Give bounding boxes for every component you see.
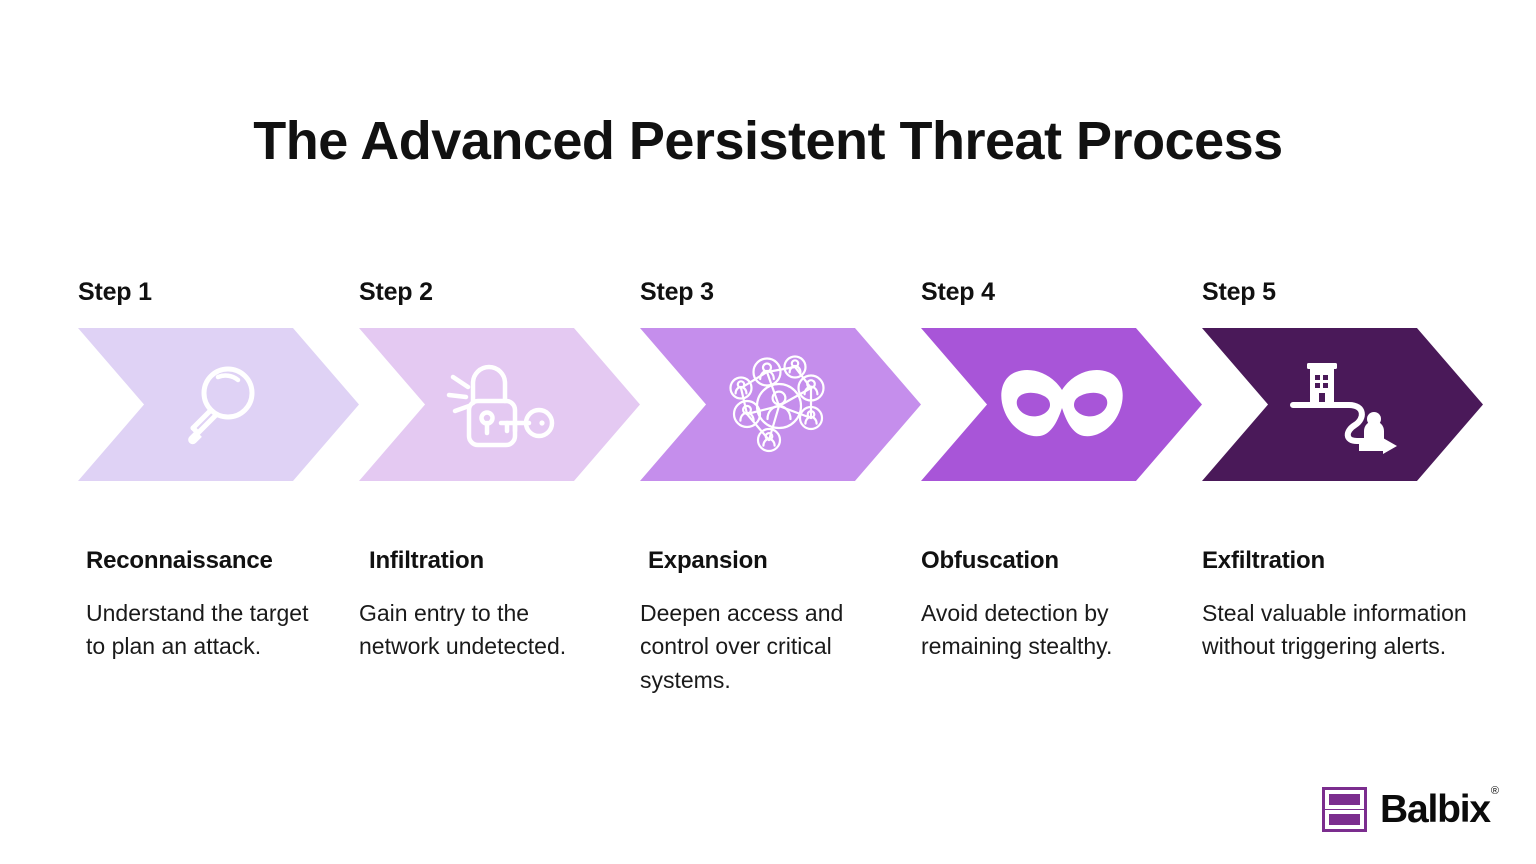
step-number-label-5: Step 5	[1202, 278, 1276, 306]
step-description-4: Avoid detection by remaining stealthy.	[921, 600, 1113, 660]
chevron-banner-1	[78, 328, 359, 481]
step-title-1: Reconnaissance	[86, 547, 273, 574]
step-description-5: Steal valuable information without trigg…	[1202, 600, 1467, 660]
page-title: The Advanced Persistent Threat Process	[253, 111, 1283, 171]
chevron-wrap-3	[640, 328, 921, 481]
step-card-5: Step 5	[1202, 278, 1483, 664]
chevron-wrap-2	[359, 328, 640, 481]
chevron-wrap-1	[78, 328, 359, 481]
step-description-3: Deepen access and control over critical …	[640, 600, 844, 693]
step-card-3: Step 3	[640, 278, 921, 697]
magnifying-glass-icon	[171, 357, 267, 453]
chevron-banner-2	[359, 328, 640, 481]
user-network-icon	[725, 350, 837, 460]
step-number-label-2: Step 2	[359, 278, 433, 306]
balbix-logo-text: Balbix®	[1380, 786, 1499, 831]
chevron-banner-5	[1202, 328, 1483, 481]
chevron-wrap-4	[921, 328, 1202, 481]
step-number-label-3: Step 3	[640, 278, 714, 306]
step-title-5: Exfiltration	[1202, 547, 1325, 574]
steps-row: Step 1 Reconnaissance	[78, 278, 1483, 697]
balbix-wordmark: Balbix	[1380, 788, 1491, 831]
bandit-mask-icon	[998, 368, 1126, 442]
step-card-4: Step 4 Obfuscation Avoid detection by re…	[921, 278, 1202, 664]
step-title-2: Infiltration	[369, 547, 484, 574]
step-title-3: Expansion	[648, 547, 768, 574]
chevron-banner-3	[640, 328, 921, 481]
balbix-logo[interactable]: Balbix®	[1322, 786, 1499, 832]
registered-trademark-symbol: ®	[1490, 785, 1499, 797]
step-description-2: Gain entry to the network undetected.	[359, 600, 567, 660]
chevron-wrap-5	[1202, 328, 1483, 481]
step-number-label-1: Step 1	[78, 278, 152, 306]
unlocked-padlock-key-icon	[441, 355, 559, 455]
step-card-1: Step 1 Reconnaissance	[78, 278, 359, 664]
step-card-2: Step 2	[359, 278, 640, 664]
step-number-label-4: Step 4	[921, 278, 995, 306]
step-description-1: Understand the target to plan an attack.	[86, 600, 309, 660]
building-data-path-person-icon	[1289, 353, 1397, 457]
step-title-4: Obfuscation	[921, 547, 1059, 574]
chevron-banner-4	[921, 328, 1202, 481]
balbix-logo-mark-icon	[1322, 787, 1368, 832]
